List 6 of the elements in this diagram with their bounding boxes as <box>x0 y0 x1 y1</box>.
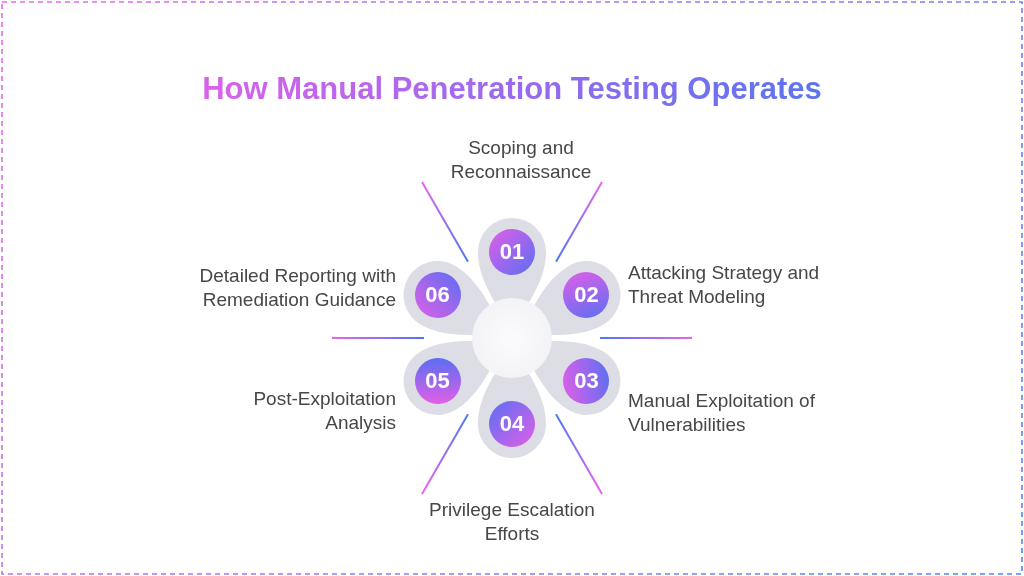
step-label: Manual Exploitation of Vulnerabilities <box>628 389 816 437</box>
step-label: Post-Exploitation Analysis <box>252 387 396 435</box>
step-label: Privilege Escalation Efforts <box>428 498 596 546</box>
step-label: Scoping and Reconnaissance <box>449 136 593 184</box>
step-label: Detailed Reporting with Remediation Guidance <box>198 264 396 312</box>
step-label: Attacking Strategy and Threat Modeling <box>628 261 821 309</box>
